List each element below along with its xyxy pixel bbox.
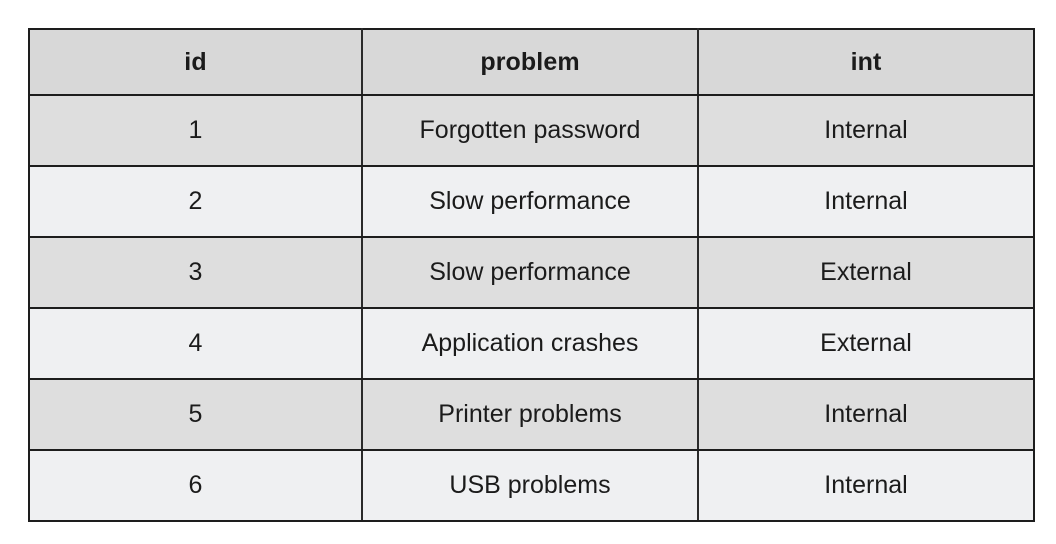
cell-id: 1 (28, 95, 363, 167)
table-row: 2 Slow performance Internal (28, 166, 1035, 238)
problems-table: id problem int 1 Forgotten password Inte… (28, 28, 1035, 522)
cell-int: External (697, 308, 1035, 380)
cell-int: Internal (697, 95, 1035, 167)
column-header-int: int (697, 28, 1035, 96)
cell-int: Internal (697, 166, 1035, 238)
column-header-id: id (28, 28, 363, 96)
cell-problem: Slow performance (361, 237, 699, 309)
table-header-row: id problem int (28, 28, 1035, 96)
table-row: 1 Forgotten password Internal (28, 95, 1035, 167)
table-row: 4 Application crashes External (28, 308, 1035, 380)
cell-int: Internal (697, 379, 1035, 451)
cell-id: 2 (28, 166, 363, 238)
table-row: 5 Printer problems Internal (28, 379, 1035, 451)
cell-problem: Forgotten password (361, 95, 699, 167)
cell-id: 6 (28, 450, 363, 522)
problems-table-container: id problem int 1 Forgotten password Inte… (28, 28, 1035, 522)
cell-id: 3 (28, 237, 363, 309)
cell-int: Internal (697, 450, 1035, 522)
cell-problem: Application crashes (361, 308, 699, 380)
cell-id: 4 (28, 308, 363, 380)
cell-problem: Printer problems (361, 379, 699, 451)
table-header: id problem int (28, 28, 1035, 96)
table-body: 1 Forgotten password Internal 2 Slow per… (28, 95, 1035, 522)
table-row: 6 USB problems Internal (28, 450, 1035, 522)
cell-problem: Slow performance (361, 166, 699, 238)
cell-id: 5 (28, 379, 363, 451)
cell-int: External (697, 237, 1035, 309)
cell-problem: USB problems (361, 450, 699, 522)
column-header-problem: problem (361, 28, 699, 96)
table-row: 3 Slow performance External (28, 237, 1035, 309)
